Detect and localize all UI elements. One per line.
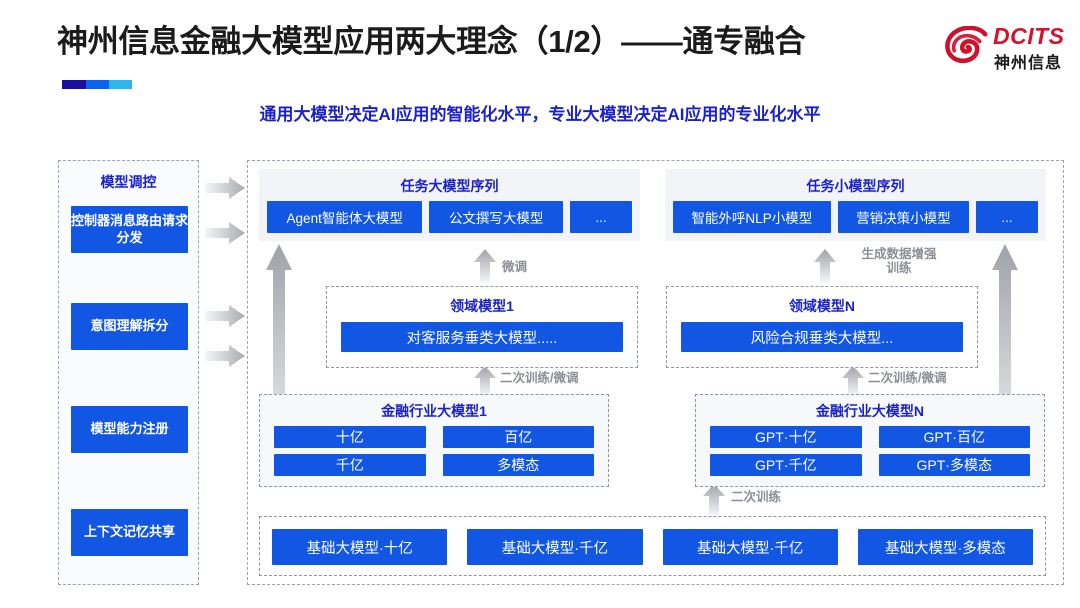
industry-cell-1-b[interactable]: 百亿 [442,426,594,448]
domain-model-n-band: 领域模型N 风险合规垂类大模型... [666,286,978,368]
flow-label-gen-data-aug: 生成数据增强 训练 [861,247,937,276]
industry-cell-n-a[interactable]: GPT·十亿 [710,426,862,448]
accent-segment-cyan [108,80,132,89]
sidebar-title: 模型调控 [100,174,157,190]
foundation-cell-3[interactable]: 基础大模型·千亿 [662,529,838,565]
chip-marketing-decision-model[interactable]: 营销决策小模型 [837,201,970,233]
right-arrow-icon-1 [205,177,245,199]
flow-label-fine-tune: 微调 [502,260,528,274]
up-arrow-icon-finetune-left [474,249,496,283]
domain-model-1-band: 领域模型1 对客服务垂类大模型..... [326,286,638,368]
task-small-model-panel: 任务小模型序列 智能外呼NLP小模型 营销决策小模型 ... [665,169,1046,241]
model-control-panel: 模型调控 控制器消息路由请求分发 意图理解拆分 模型能力注册 上下文记忆共享 [58,160,199,585]
title-accent-bar [62,80,132,89]
foundation-model-band: 基础大模型·十亿 基础大模型·千亿 基础大模型·千亿 基础大模型·多模态 [259,516,1046,576]
industry-model-1-title: 金融行业大模型1 [381,403,487,419]
foundation-model-grid: 基础大模型·十亿 基础大模型·千亿 基础大模型·千亿 基础大模型·多模态 [260,517,1045,565]
up-arrow-icon-left-tall [266,244,292,481]
logo-text-en: DCITS [993,23,1065,49]
industry-model-1-band: 金融行业大模型1 十亿 百亿 千亿 多模态 [259,394,609,487]
right-arrow-icon-3 [205,305,245,327]
task-small-model-title: 任务小模型序列 [806,178,905,194]
foundation-cell-2[interactable]: 基础大模型·千亿 [467,529,643,565]
industry-cell-n-c[interactable]: GPT·千亿 [710,454,862,476]
chip-agent-large-model[interactable]: Agent智能体大模型 [267,201,423,233]
industry-cell-n-d[interactable]: GPT·多模态 [878,454,1030,476]
industry-model-n-band: 金融行业大模型N GPT·十亿 GPT·百亿 GPT·千亿 GPT·多模态 [695,394,1045,487]
dcits-swirl-icon [945,26,988,64]
task-large-model-chips: Agent智能体大模型 公文撰写大模型 ... [259,196,640,233]
domain-model-1-title: 领域模型1 [450,298,514,314]
right-arrow-icon-2 [205,222,245,244]
sidebar-item-controller-routing[interactable]: 控制器消息路由请求分发 [71,206,188,253]
foundation-cell-1[interactable]: 基础大模型·十亿 [272,529,448,565]
logo-text-cn: 神州信息 [994,55,1063,72]
domain-model-1-bar[interactable]: 对客服务垂类大模型..... [341,322,623,352]
industry-model-n-grid: GPT·十亿 GPT·百亿 GPT·千亿 GPT·多模态 [696,421,1044,476]
industry-model-1-grid: 十亿 百亿 千亿 多模态 [260,421,608,476]
sidebar-item-capability-registry[interactable]: 模型能力注册 [71,406,188,453]
chip-more-large-models[interactable]: ... [570,201,632,233]
up-arrow-icon-right-tall [992,244,1018,481]
company-logo: DCITS 神州信息 [945,20,1070,78]
flow-label-retrain-left: 二次训练/微调 [500,371,579,385]
up-arrow-icon-retrain-left [474,366,496,396]
domain-model-n-title: 领域模型N [788,298,856,314]
industry-cell-n-b[interactable]: GPT·百亿 [878,426,1030,448]
flow-label-second-train: 二次训练 [731,490,782,504]
accent-segment-navy [62,80,86,89]
task-large-model-panel: 任务大模型序列 Agent智能体大模型 公文撰写大模型 ... [259,169,640,241]
up-arrow-icon-gendata-right [814,249,836,283]
industry-cell-1-a[interactable]: 十亿 [274,426,426,448]
up-arrow-icon-retrain-right [842,366,864,396]
up-arrow-icon-second-train [703,484,725,516]
industry-cell-1-d[interactable]: 多模态 [442,454,594,476]
task-small-model-chips: 智能外呼NLP小模型 营销决策小模型 ... [665,196,1046,233]
chip-more-small-models[interactable]: ... [976,201,1039,233]
flow-label-retrain-right: 二次训练/微调 [868,371,947,385]
chip-document-writing-model[interactable]: 公文撰写大模型 [429,201,563,233]
sidebar-item-intent-understanding[interactable]: 意图理解拆分 [71,303,188,350]
sidebar-item-context-memory-share[interactable]: 上下文记忆共享 [71,509,188,556]
foundation-cell-4[interactable]: 基础大模型·多模态 [857,529,1033,565]
page-title: 神州信息金融大模型应用两大理念（1/2）——通专融合 [57,24,806,59]
industry-cell-1-c[interactable]: 千亿 [274,454,426,476]
architecture-diagram: 微调 生成数据增强 训练 二次训练/微调 二次训练/微调 二次训练 任务大模型序… [247,160,1064,585]
task-large-model-title: 任务大模型序列 [400,178,499,194]
domain-model-n-bar[interactable]: 风险合规垂类大模型... [681,322,963,352]
accent-segment-blue [85,80,109,89]
right-arrow-icon-4 [205,345,245,367]
industry-model-n-title: 金融行业大模型N [815,403,925,419]
chip-outbound-nlp-model[interactable]: 智能外呼NLP小模型 [673,201,831,233]
page-subtitle: 通用大模型决定AI应用的智能化水平，专业大模型决定AI应用的专业化水平 [259,105,821,124]
